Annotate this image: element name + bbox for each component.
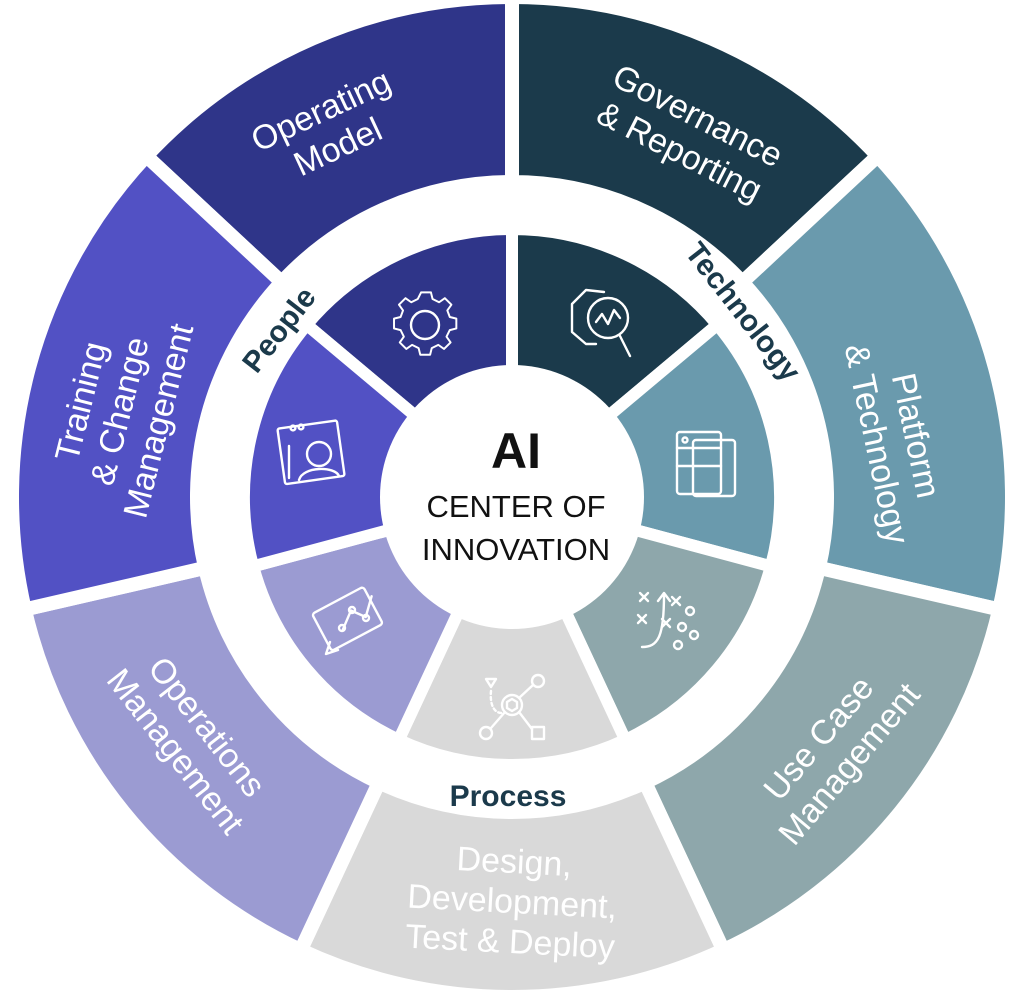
user-profile-icon <box>276 419 346 486</box>
group-label-process: Process <box>450 780 567 813</box>
workflow-nodes-icon <box>478 673 546 741</box>
outer-segment-design-development <box>291 773 733 998</box>
segment-label-design-development: Design, Development, Test & Deploy <box>404 840 618 966</box>
segment-label-line: Design, <box>456 840 573 884</box>
process-monitor-icon <box>311 586 384 656</box>
strategy-play-icon <box>636 591 700 651</box>
outer-segment-platform-technology <box>732 146 1019 618</box>
outer-segment-training-change <box>5 146 292 618</box>
gear-icon <box>393 291 458 356</box>
center-circle <box>380 365 644 629</box>
outer-ring <box>5 0 1019 998</box>
center-subtitle-line2: INNOVATION <box>422 532 610 567</box>
outer-segment-governance-reporting <box>505 0 888 293</box>
icons <box>276 288 737 741</box>
outer-segment-operating-model <box>136 0 519 293</box>
center-title: AI <box>491 423 541 479</box>
center-subtitle-line1: CENTER OF <box>426 489 605 524</box>
analytics-search-icon <box>570 288 632 358</box>
outer-segment-operations-management <box>16 559 389 960</box>
outer-segment-use-case-management <box>635 559 1008 960</box>
platform-windows-icon <box>675 430 737 498</box>
